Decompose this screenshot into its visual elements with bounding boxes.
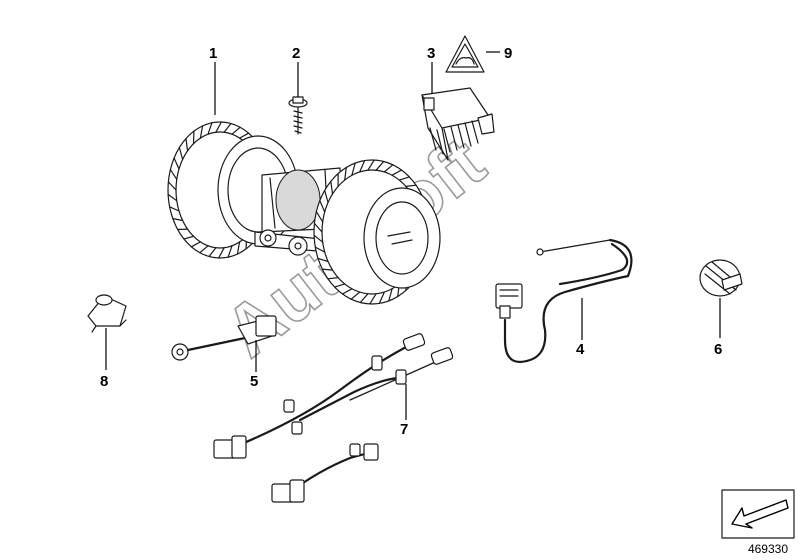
fan-blade [330, 180, 334, 195]
fan-blade [227, 245, 233, 258]
fan-blade [169, 206, 180, 212]
callout-8[interactable]: 8 [100, 373, 108, 390]
callout-5[interactable]: 5 [250, 373, 258, 390]
fan-blade [313, 234, 324, 243]
fan-blade [321, 268, 334, 271]
fan-blade [199, 125, 204, 139]
part-screw [288, 96, 308, 135]
fan-blade [167, 193, 178, 202]
fan-blade [215, 121, 222, 133]
fan-blade [388, 288, 393, 302]
fan-blade [183, 235, 195, 240]
part-holder [87, 294, 127, 333]
part-blower-motor [167, 121, 441, 305]
fan-blade [344, 166, 347, 181]
fan-blade [169, 169, 178, 180]
fan-blade [334, 283, 346, 288]
fan-blade [208, 247, 217, 258]
fan-blade [236, 241, 241, 255]
part-temperature-sensor [495, 238, 633, 364]
fan-blade [218, 247, 225, 259]
fan-blade [167, 181, 177, 191]
fan-blade [367, 159, 375, 171]
fan-blade [315, 211, 324, 223]
fan-blade [383, 164, 394, 173]
part-cable-sensor [171, 315, 277, 361]
fan-blade [359, 160, 366, 173]
fan-blade [178, 146, 184, 161]
callouts: 1 2 3 9 4 5 6 7 8 [100, 45, 722, 438]
fan-blade [313, 222, 323, 233]
fan-blade [199, 245, 209, 254]
part-knob [699, 259, 743, 297]
callout-9[interactable]: 9 [504, 45, 512, 62]
callout-6[interactable]: 6 [714, 341, 722, 358]
callout-4[interactable]: 4 [576, 341, 585, 358]
warning-label [445, 35, 485, 73]
fan-blade [314, 246, 326, 253]
fan-blade [190, 241, 201, 248]
part-wiring-harness [213, 333, 454, 503]
callout-1[interactable]: 1 [209, 45, 217, 62]
callout-2[interactable]: 2 [292, 45, 300, 62]
fan-blade [317, 257, 329, 263]
fan-blade [239, 132, 250, 139]
fan-blade [369, 293, 377, 305]
warning-triangle-icon [445, 35, 485, 73]
callout-3[interactable]: 3 [427, 45, 435, 62]
fan-blade [398, 176, 410, 181]
fan-blade [327, 277, 339, 280]
fan-blade [378, 291, 385, 304]
fan-blade [223, 122, 232, 133]
fan-blade [185, 137, 189, 152]
leader-lines [105, 51, 721, 420]
fan-blade [351, 162, 356, 176]
part-resistor [421, 87, 495, 161]
fan-blade [391, 169, 403, 176]
arrow-icon [731, 499, 789, 529]
fan-blade [319, 200, 326, 213]
callout-7[interactable]: 7 [400, 421, 408, 438]
fan-blade [324, 189, 329, 204]
fan-blade [231, 126, 241, 135]
fan-blade [207, 122, 213, 135]
fan-blade [173, 157, 180, 170]
fan-blade [172, 218, 184, 222]
reference-number: 469330 [747, 542, 788, 556]
fan-blade [405, 184, 417, 187]
fan-blade [341, 288, 353, 295]
fan-blade [375, 160, 385, 171]
right-fan-wheel [313, 159, 441, 305]
fan-blade [350, 291, 361, 300]
fan-blade [359, 293, 369, 304]
navigation-box[interactable] [721, 489, 795, 539]
